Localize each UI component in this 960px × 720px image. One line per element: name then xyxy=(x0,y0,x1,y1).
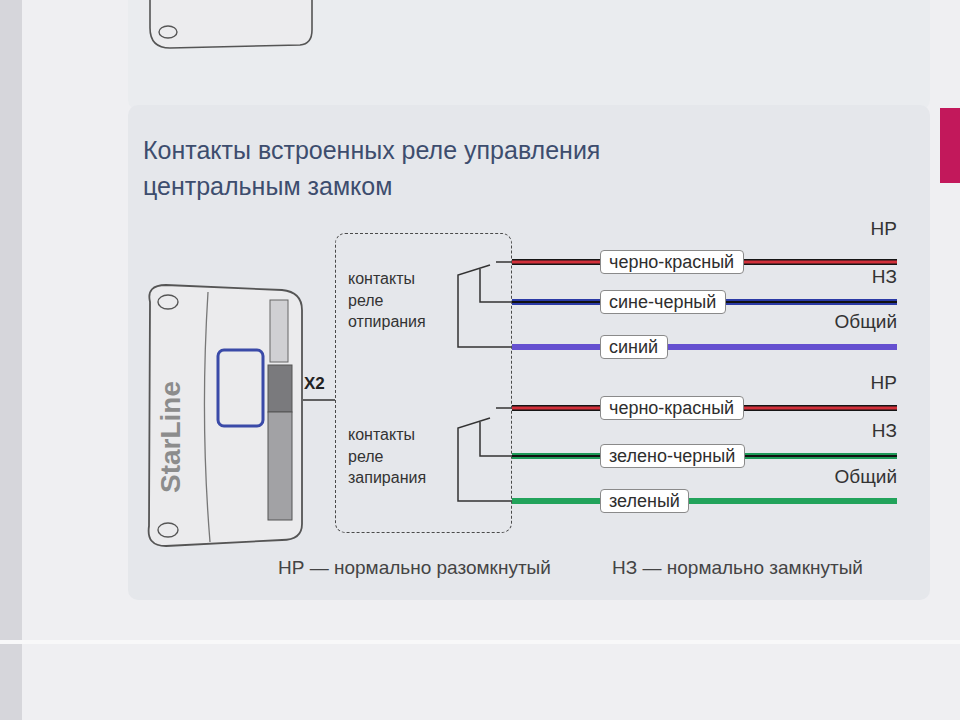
housing-seam xyxy=(204,292,210,542)
connector-name: X2 xyxy=(304,374,325,394)
wire-path xyxy=(512,259,600,265)
wire-end xyxy=(668,344,897,350)
wire-end xyxy=(726,299,897,305)
wire xyxy=(512,456,600,457)
screw-hole xyxy=(158,295,178,309)
page-edge xyxy=(0,0,22,720)
page-fold xyxy=(0,640,960,644)
common-contact xyxy=(458,265,512,347)
wire-stripe xyxy=(512,455,600,457)
relay-contacts xyxy=(458,262,512,501)
connector-socket xyxy=(270,300,288,362)
wire-path xyxy=(512,405,600,411)
wire-stripe xyxy=(745,455,897,457)
module-body: StarLine xyxy=(143,285,303,547)
wire-color: черно-красный xyxy=(609,398,734,418)
relay-group: контакты реле отпирания контакты реле зап… xyxy=(335,233,512,533)
wire-label: зеленый xyxy=(600,489,689,513)
wire-color: сине-черный xyxy=(609,292,716,312)
wire xyxy=(512,262,600,263)
x2-connector xyxy=(268,365,292,412)
wire-path xyxy=(512,344,600,350)
brand-logo: StarLine xyxy=(155,381,187,493)
diagram-title: Контакты встроенных реле управления цент… xyxy=(143,132,713,205)
nc-contact xyxy=(480,422,512,456)
contact-type: НР xyxy=(871,372,897,394)
wire xyxy=(512,302,600,303)
wire xyxy=(512,501,600,502)
wire-end xyxy=(744,405,897,411)
screw-hole xyxy=(158,523,178,537)
screw-hole xyxy=(159,26,177,38)
wire-color: черно-красный xyxy=(609,252,734,272)
wire-label: черно-красный xyxy=(600,250,744,274)
module-housing xyxy=(149,285,302,546)
contact-type: НЗ xyxy=(872,266,897,288)
wire-end xyxy=(744,259,897,265)
wire-color: синий xyxy=(609,337,658,357)
wire-stripe xyxy=(512,261,600,264)
wire-stripe xyxy=(744,261,897,264)
no-contact xyxy=(496,407,512,409)
wire-stripe xyxy=(512,301,600,303)
page-tab xyxy=(940,108,960,183)
no-contact xyxy=(496,261,512,263)
module-fragment xyxy=(150,0,312,48)
wire-end xyxy=(745,453,897,459)
abbreviation-note: НЗ — нормально замкнутый xyxy=(612,557,863,579)
contact-type: Общий xyxy=(834,466,897,488)
upper-panel xyxy=(128,0,930,110)
wire-path xyxy=(303,399,335,401)
wire-stripe xyxy=(512,407,600,410)
wire-label: синий xyxy=(600,335,668,359)
wire-stripe xyxy=(726,301,897,303)
wire-label: сине-черный xyxy=(600,290,726,314)
abbreviation-note: НР — нормально разомкнутый xyxy=(278,557,551,579)
wire-path xyxy=(512,453,600,459)
wire-color: зеленый xyxy=(609,491,680,511)
wire-path xyxy=(512,498,600,504)
relay-caption: контакты реле отпирания xyxy=(348,268,446,333)
wire-end xyxy=(689,498,897,504)
nc-contact xyxy=(480,269,512,302)
highlight-frame xyxy=(218,350,263,426)
figure-panel xyxy=(128,105,930,600)
common-contact xyxy=(458,418,512,501)
wire-label: зелено-черный xyxy=(600,444,745,468)
relay-caption: контакты реле запирания xyxy=(348,424,446,489)
contact-type: НР xyxy=(871,218,897,240)
wire xyxy=(512,347,600,348)
wire-stripe xyxy=(744,407,897,410)
contact-type: НЗ xyxy=(872,420,897,442)
contact-type: Общий xyxy=(834,311,897,333)
wire-label: черно-красный xyxy=(600,396,744,420)
connector-socket xyxy=(268,412,292,520)
wire-path xyxy=(512,299,600,305)
wire-color: зелено-черный xyxy=(609,446,735,466)
signal-line xyxy=(303,400,335,401)
wire xyxy=(512,408,600,409)
